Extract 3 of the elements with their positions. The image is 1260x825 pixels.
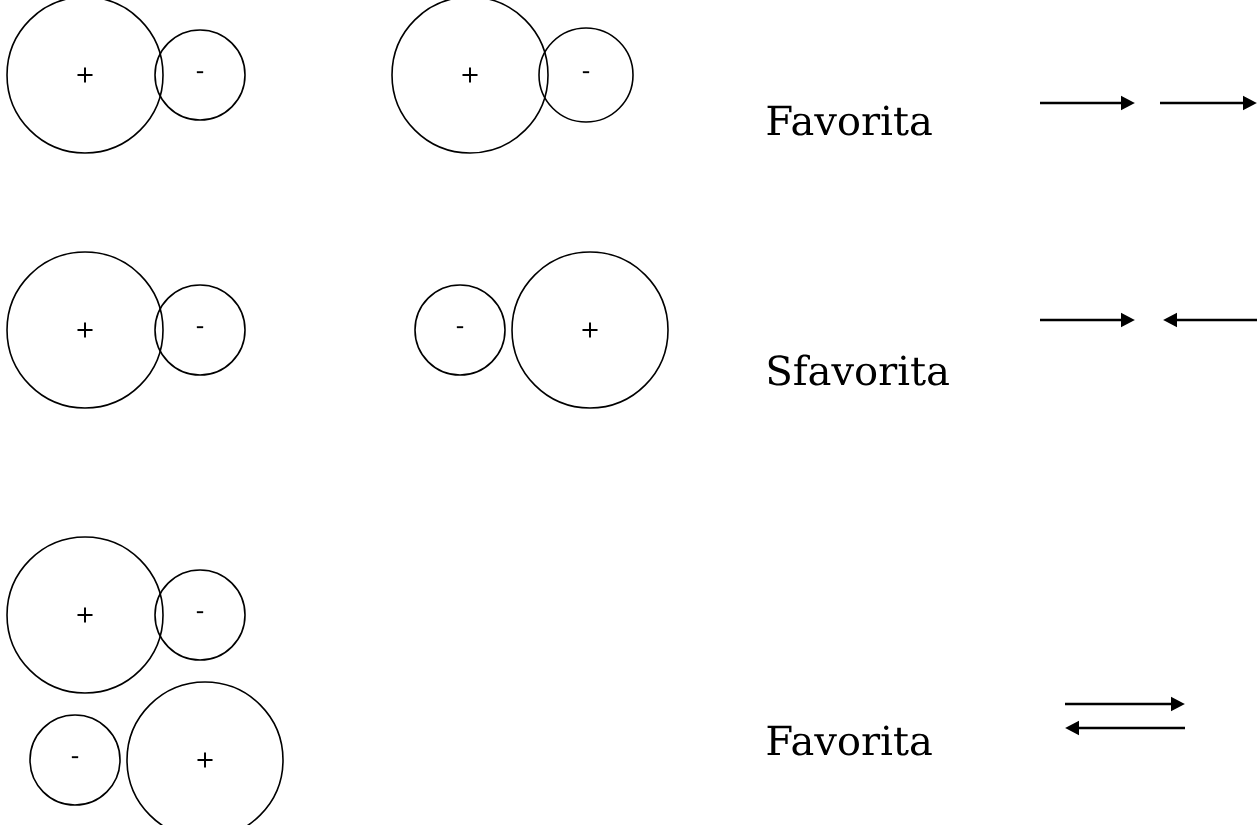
label-text: Sfavorita bbox=[768, 354, 949, 386]
label-text: Favorita bbox=[767, 725, 932, 756]
label-text: Favorita bbox=[767, 105, 932, 136]
